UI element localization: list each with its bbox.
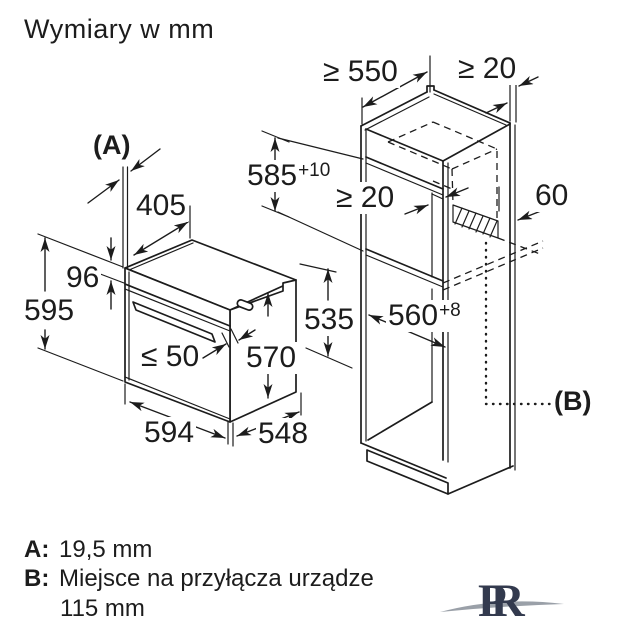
callout-a: (A) <box>92 130 132 160</box>
dim-label-oven-width: 594 <box>142 416 197 449</box>
cabinet-right-panel-top-edge <box>442 123 511 162</box>
oven-side-grip <box>236 299 254 311</box>
oven-control-panel-line-1 <box>124 283 231 327</box>
dim-50-tick-1 <box>221 332 230 348</box>
dim-550-line <box>362 71 428 108</box>
cabinet-drawing <box>360 85 554 495</box>
oven-control-panel-line-2 <box>124 288 231 332</box>
dim-label-lower-niche-height: 535 <box>302 303 357 336</box>
connection-space-dotted-line <box>484 241 554 406</box>
dim-585-witness-bottom <box>277 211 364 252</box>
cabinet-shelf2-bottom <box>365 254 444 288</box>
cabinet-shelf1-top <box>365 156 444 190</box>
dim-label-oven-side-height: 570 <box>244 341 299 374</box>
cabinet-floor-depth-edge <box>367 401 433 441</box>
cabinet-shelf1-back-gap-edge <box>431 193 444 200</box>
cabinet-top-front-edge <box>365 128 444 162</box>
dim-20inner-arrow-1 <box>404 204 429 215</box>
witness-top-edge <box>37 233 124 268</box>
legend-line-b: B: Miejsce na przyłącza urządze <box>24 565 374 593</box>
cabinet-top-back-edge <box>433 89 511 124</box>
dim-50-tick-2 <box>230 328 239 344</box>
dim-label-oven-handle-depth: ≤ 50 <box>139 340 202 373</box>
dim-405-line <box>133 221 189 256</box>
dim-label-niche-width: 560+8 <box>386 300 462 332</box>
witness-bottom-edge <box>37 347 124 382</box>
legend-a-value: 19,5 mm <box>59 536 153 563</box>
oven-drawing <box>124 239 297 423</box>
dim-535-witness-top <box>299 263 337 273</box>
dim-535-witness-bottom <box>305 347 353 369</box>
cabinet-plinth-face <box>366 449 449 495</box>
cabinet-bottom-front-edge <box>360 442 447 479</box>
dim-50-arrow-1 <box>202 343 227 359</box>
dim-label-niche-height: 585+10 <box>245 159 332 192</box>
legend-line-a: A: 19,5 mm <box>24 536 152 564</box>
dim-20top-arrow-1 <box>485 102 508 114</box>
niche-width-tolerance: +8 <box>439 300 461 321</box>
legend-line-b-continued: 115 mm <box>60 595 145 622</box>
niche-width-value: 560 <box>388 299 439 332</box>
watermark-swoosh <box>440 601 564 612</box>
dim-label-cabinet-min-depth: ≥ 550 <box>321 55 400 88</box>
brand-watermark: PR <box>440 575 564 627</box>
cabinet-top-left-edge-inner <box>364 96 430 131</box>
cabinet-top-left-edge <box>360 91 428 127</box>
legend-b-key: B: <box>24 565 50 592</box>
dim-label-shelf-air-gap: ≥ 20 <box>334 181 397 214</box>
watermark-monogram: PR <box>478 575 526 627</box>
cabinet-top-back-edge-inner <box>433 93 507 126</box>
dim-label-oven-panel-height: 96 <box>64 261 102 294</box>
niche-height-tolerance: +10 <box>298 160 331 181</box>
callout-b: (B) <box>553 386 593 416</box>
vent-hatch <box>452 204 499 239</box>
dim-label-oven-height: 595 <box>22 294 77 327</box>
oven-door-handle <box>132 301 216 343</box>
dim-label-vent-height: 60 <box>533 179 571 212</box>
dim-20top-arrow-2 <box>518 75 539 87</box>
dim-585-witness-top <box>277 137 364 160</box>
legend-a-key: A: <box>24 536 50 563</box>
niche-height-value: 585 <box>247 159 298 192</box>
hidden-vent-channel <box>387 121 544 291</box>
cabinet-shelf2-top <box>365 248 444 282</box>
dim-label-rear-wall-gap: ≥ 20 <box>456 52 519 85</box>
dim-label-oven-depth: 548 <box>256 417 311 450</box>
legend-b-value: Miejsce na przyłącza urządze <box>59 565 374 592</box>
page-title: Wymiary w mm <box>24 14 215 44</box>
cabinet-plinth-depth-edge <box>447 465 514 495</box>
dim-label-oven-top-depth: 405 <box>134 189 189 222</box>
dim-20inner-arrow-2 <box>445 187 469 198</box>
detail-a-arrow-1 <box>130 148 161 172</box>
cabinet-shelf1-bottom <box>365 162 444 196</box>
detail-a-arrow-2 <box>87 179 120 204</box>
dim-50-arrow-2 <box>238 328 256 341</box>
